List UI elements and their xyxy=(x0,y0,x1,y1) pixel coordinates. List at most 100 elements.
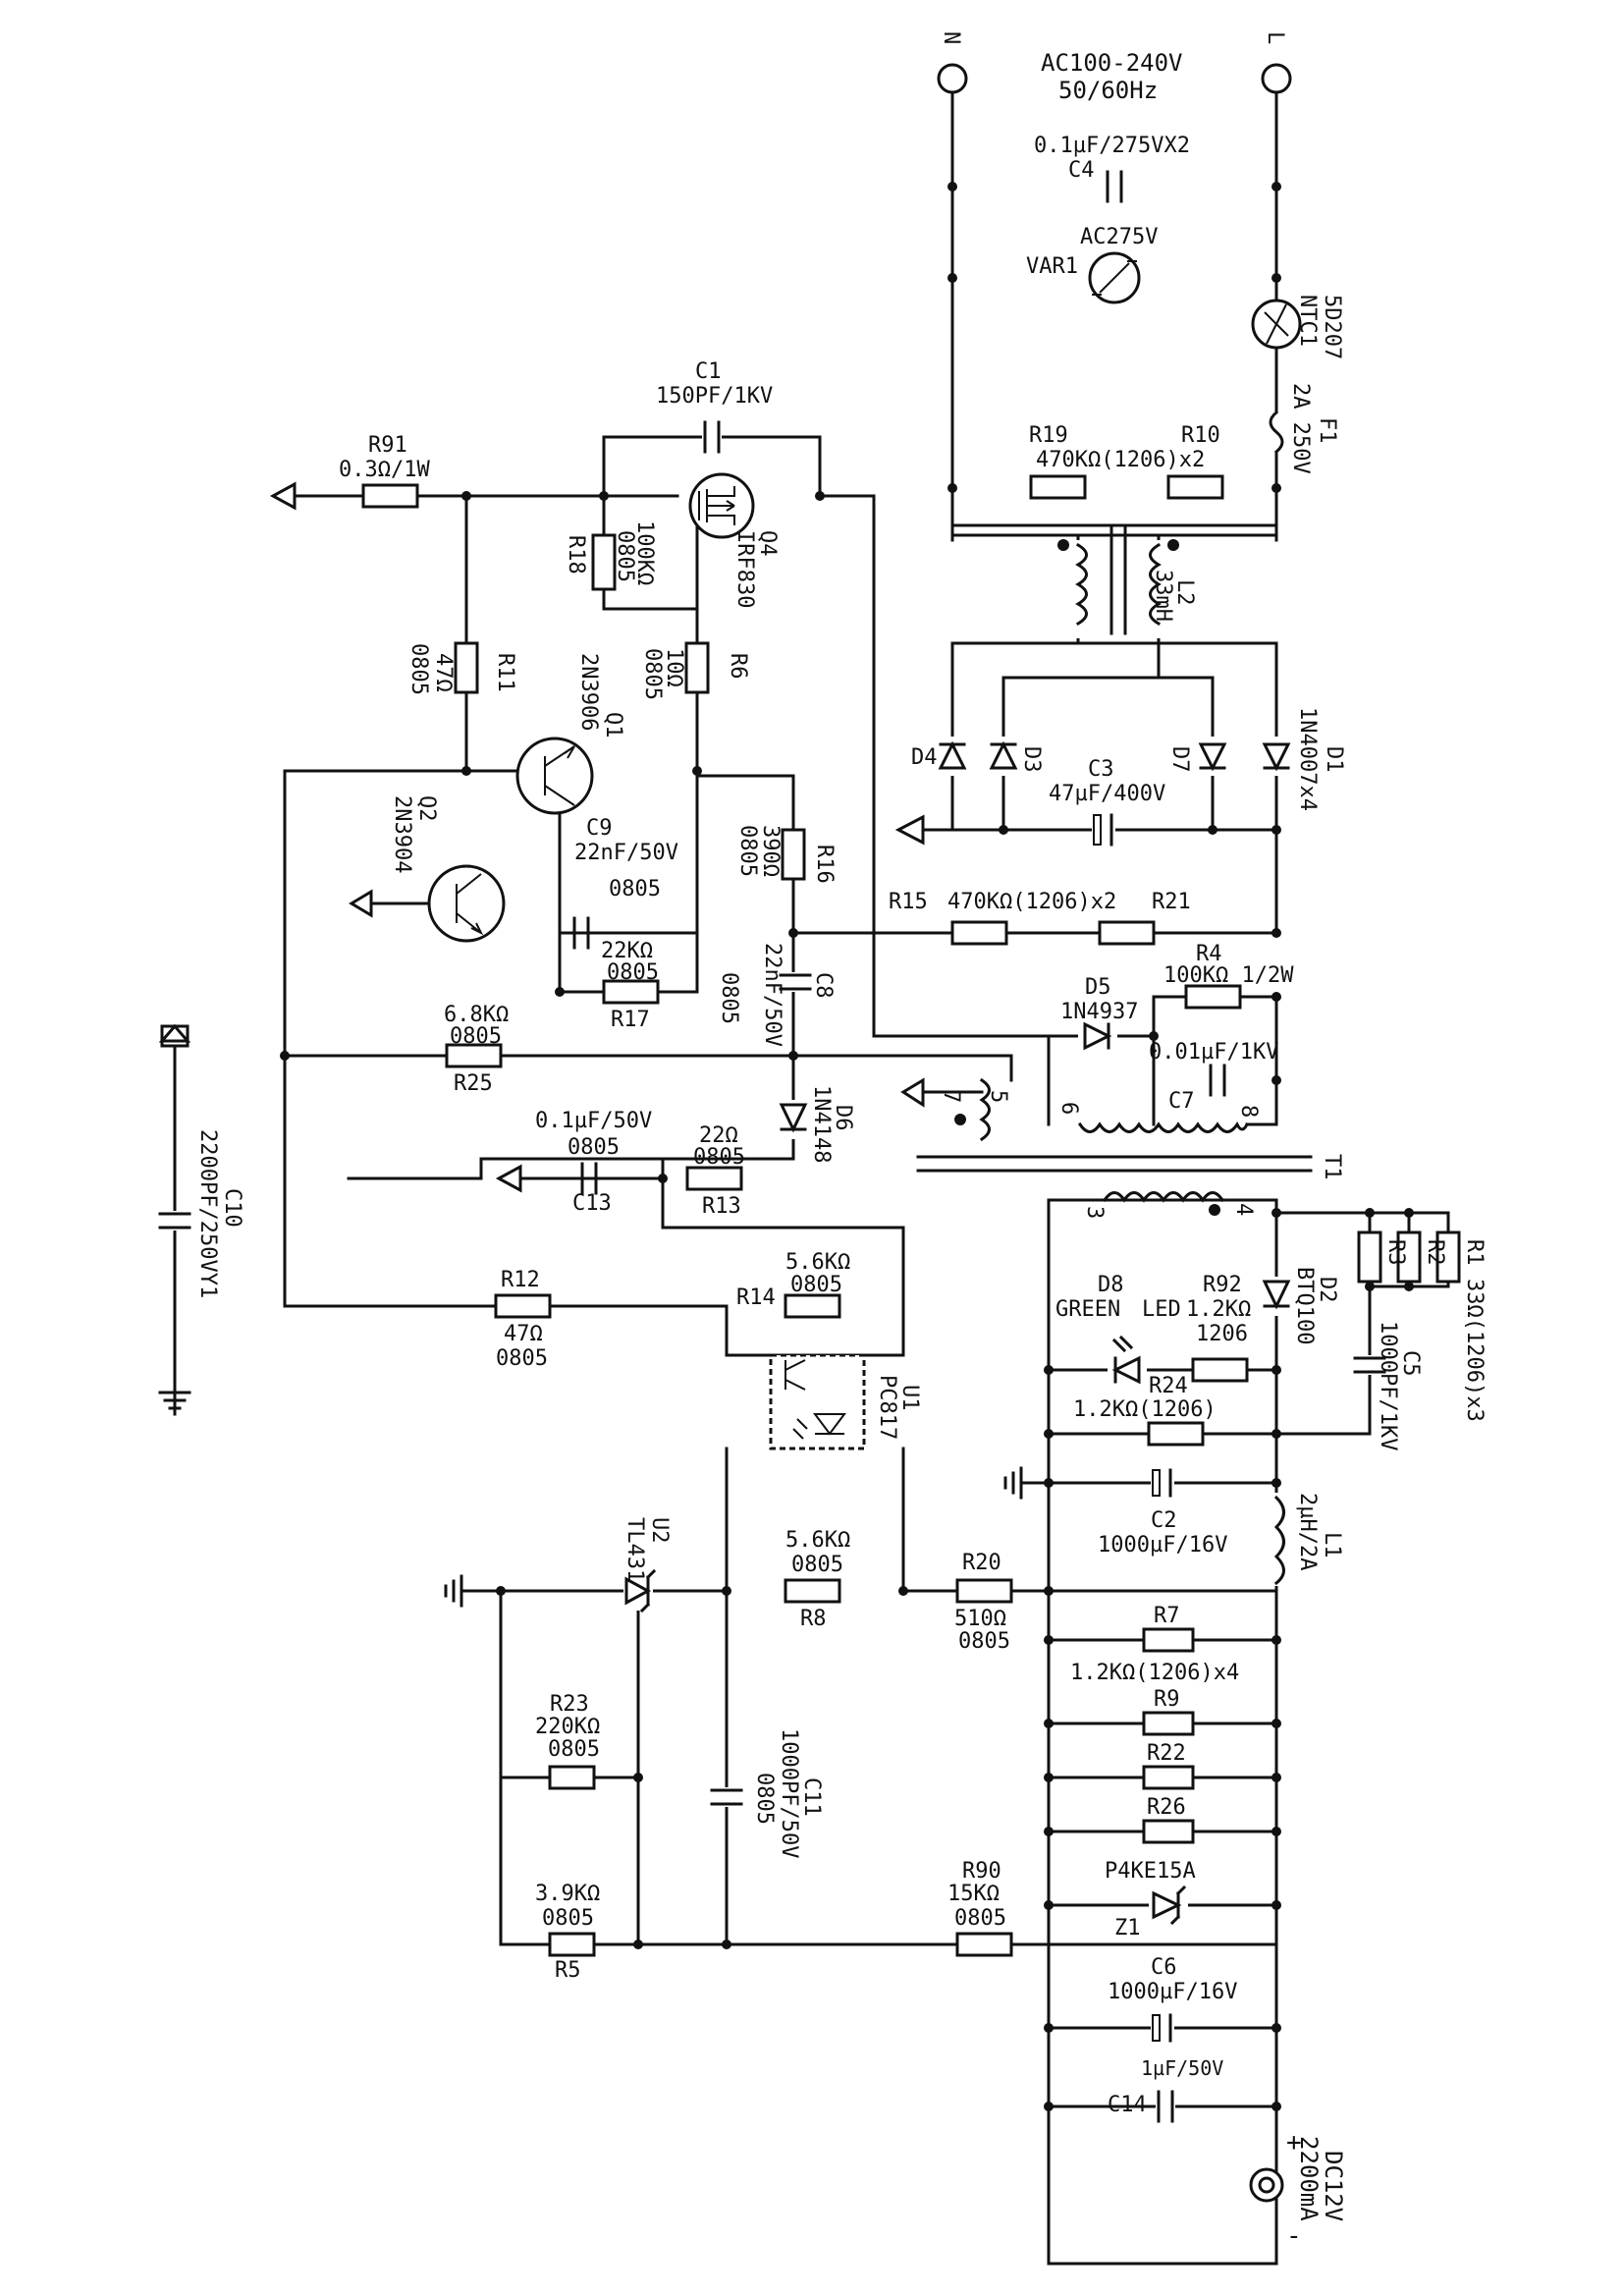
c3-value-label: 47µF/400V xyxy=(1049,782,1165,806)
capacitor-c2-icon xyxy=(1151,1468,1174,1498)
r8-ref-label: R8 xyxy=(800,1607,827,1631)
l2-value-label: 33mH xyxy=(1151,570,1175,622)
r11-ref-label: R11 xyxy=(493,653,517,692)
r2-ref-label: R2 xyxy=(1423,1239,1447,1266)
diode-d5-icon xyxy=(1078,1021,1117,1051)
r12-value-label: 47Ω xyxy=(504,1322,543,1346)
c1-ref-label: C1 xyxy=(695,359,722,384)
resistor-r17-icon xyxy=(602,979,660,1005)
resistor-r18-icon xyxy=(591,533,617,591)
r22-ref-label: R22 xyxy=(1147,1741,1186,1766)
capacitor-c14-icon xyxy=(1156,2090,1175,2123)
r11-value-label: 47Ω xyxy=(431,653,456,692)
u2-value-label: TL431 xyxy=(622,1517,647,1582)
c7-value-label: 0.01µF/1KV xyxy=(1149,1040,1278,1065)
r91-value-label: 0.3Ω/1W xyxy=(339,458,430,482)
c6-ref-label: C6 xyxy=(1151,1955,1177,1980)
d2-value-label: BTQ100 xyxy=(1292,1267,1317,1344)
resistor-r8-icon xyxy=(784,1578,841,1604)
terminal-l-label: L xyxy=(1263,31,1287,44)
r8-pkg-label: 0805 xyxy=(791,1553,843,1577)
r1-ref-label: R1 xyxy=(1462,1239,1487,1266)
junction-dots xyxy=(280,182,1414,2111)
diode-d7-icon xyxy=(1198,737,1227,776)
t1-ref-label: T1 xyxy=(1320,1154,1344,1180)
resistor-r9-icon xyxy=(1142,1711,1195,1736)
c13-value-label: 0.1µF/50V xyxy=(535,1109,652,1133)
q4-value-label: IRF830 xyxy=(732,530,757,608)
capacitor-c1-icon xyxy=(702,420,722,454)
t1-pin8-label: 8 xyxy=(1236,1105,1261,1118)
r4-ref-label: R4 xyxy=(1196,942,1222,966)
resistor-r6-icon xyxy=(684,641,710,694)
var1-ref-label: VAR1 xyxy=(1026,254,1078,279)
u1-value-label: PC817 xyxy=(875,1375,899,1440)
d2-ref-label: D2 xyxy=(1315,1277,1339,1303)
c8-pkg-label: 0805 xyxy=(717,972,741,1024)
r18-ref-label: R18 xyxy=(564,535,588,574)
component-symbols xyxy=(158,63,1461,2203)
r16-value-label: 390Ω xyxy=(758,825,783,877)
q2-ref-label: Q2 xyxy=(414,795,439,822)
r24-ref-label: R24 xyxy=(1149,1374,1188,1398)
r4-value-label: 100KΩ 1/2W xyxy=(1163,963,1294,988)
resistor-r24-icon xyxy=(1147,1421,1205,1447)
r13-value-label: 22Ω xyxy=(699,1123,738,1148)
c10-ref-label: C10 xyxy=(220,1188,244,1228)
d1-ref-label: D1 xyxy=(1322,746,1346,773)
r19-ref-label: R19 xyxy=(1029,423,1068,448)
regulator-u2-icon xyxy=(444,1568,657,1613)
t1-pin7-label: 7 xyxy=(939,1090,963,1103)
r17-value-label: 22KΩ xyxy=(601,939,653,963)
q2-value-label: 2N3904 xyxy=(390,795,414,873)
r90-ref-label: R90 xyxy=(962,1859,1001,1884)
capacitor-c8-icon xyxy=(779,972,812,992)
d8-value2-label: LED xyxy=(1142,1297,1181,1322)
c13-ref-label: C13 xyxy=(572,1191,612,1216)
r8-value-label: 5.6KΩ xyxy=(785,1528,850,1553)
r26-ref-label: R26 xyxy=(1147,1795,1186,1820)
r20-ref-label: R20 xyxy=(962,1551,1001,1575)
t1-pin4-label: 4 xyxy=(1231,1203,1256,1216)
resistor-r19-icon xyxy=(1029,474,1087,500)
diode-d6-icon xyxy=(779,1100,808,1139)
dc-output-jack-icon xyxy=(1249,2167,1284,2203)
resistor-r25-icon xyxy=(445,1043,503,1068)
resistor-r90-icon xyxy=(955,1932,1013,1957)
d8-value-label: GREEN xyxy=(1055,1297,1120,1322)
r91-output-arrow-icon xyxy=(269,481,297,511)
r14-value-label: 5.6KΩ xyxy=(785,1250,850,1275)
q1-value-label: 2N3906 xyxy=(576,653,601,731)
r25-ref-label: R25 xyxy=(454,1071,493,1096)
u2-ref-label: U2 xyxy=(647,1517,672,1544)
diode-d4-icon xyxy=(938,737,967,776)
r20-pkg-label: 0805 xyxy=(958,1629,1010,1654)
c3-ref-label: C3 xyxy=(1088,757,1114,782)
output-plus-label: + xyxy=(1286,2128,1302,2158)
t1-pin5-label: 5 xyxy=(986,1090,1010,1103)
r91-ref-label: R91 xyxy=(368,433,407,458)
transistor-q2-icon xyxy=(349,864,506,943)
optocoupler-u1-icon xyxy=(769,1353,866,1450)
led-d8-icon xyxy=(1108,1335,1147,1385)
l1-ref-label: L1 xyxy=(1320,1532,1344,1558)
resistor-r20-icon xyxy=(955,1578,1013,1604)
d1-value-label: 1N4007x4 xyxy=(1295,707,1320,811)
r19-r10-value-label: 470KΩ(1206)x2 xyxy=(1036,448,1205,472)
resistor-r21-icon xyxy=(1098,920,1156,946)
diode-d2-icon xyxy=(1262,1277,1291,1316)
c4-ref-label: C4 xyxy=(1068,158,1095,183)
d6-ref-label: D6 xyxy=(831,1105,855,1131)
r16-ref-label: R16 xyxy=(812,845,837,884)
resistor-r14-icon xyxy=(784,1293,841,1319)
resistor-r10-icon xyxy=(1166,474,1224,500)
c2-ref-label: C2 xyxy=(1151,1508,1177,1533)
r18-pkg-label: 0805 xyxy=(613,530,637,582)
ntc1-ref-label: NTC1 xyxy=(1295,295,1320,347)
r12-ref-label: R12 xyxy=(501,1268,540,1292)
r18-value-label: 100KΩ xyxy=(632,520,657,585)
r6-ref-label: R6 xyxy=(726,653,750,680)
r23-value-label: 220KΩ xyxy=(535,1715,600,1739)
wires xyxy=(173,91,1450,2266)
